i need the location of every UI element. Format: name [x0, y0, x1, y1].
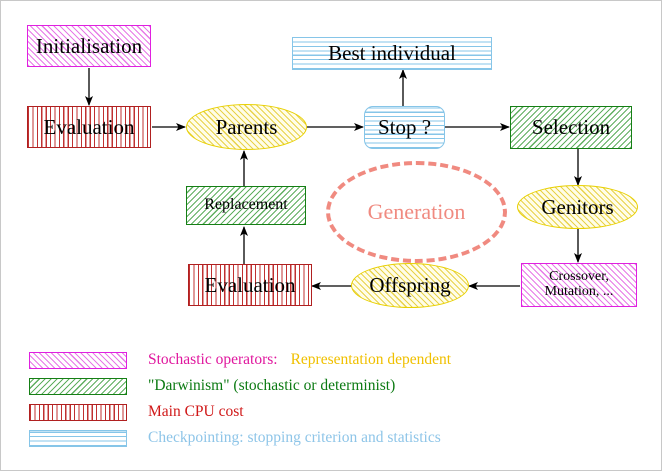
- node-selection-label: Selection: [531, 115, 611, 140]
- legend-row-darwinism: "Darwinism" (stochastic or determinist): [29, 375, 395, 397]
- legend-swatch-green-diagonal-hatch: [29, 377, 127, 395]
- node-replacement-label: Replacement: [204, 196, 288, 214]
- legend-text-cpu-cost: Main CPU cost: [148, 403, 244, 420]
- node-stop-label: Stop ?: [377, 115, 432, 140]
- legend-row-checkpointing: Checkpointing: stopping criterion and st…: [29, 427, 441, 449]
- node-genitors-label: Genitors: [541, 194, 614, 219]
- legend-row-cpu-cost: Main CPU cost: [29, 401, 244, 423]
- legend-text-darwinism: "Darwinism" (stochastic or determinist): [148, 377, 396, 394]
- node-best-individual[interactable]: Best individual: [292, 37, 492, 70]
- node-selection[interactable]: Selection: [510, 106, 632, 149]
- node-genitors[interactable]: Genitors: [517, 185, 638, 229]
- legend-text-stochastic-primary: Stochastic operators:: [148, 351, 278, 368]
- node-stop[interactable]: Stop ?: [364, 106, 445, 149]
- legend-text-stochastic-secondary: Representation dependent: [290, 351, 452, 368]
- node-parents[interactable]: Parents: [186, 104, 307, 150]
- node-generation: Generation: [326, 161, 507, 263]
- legend-swatch-magenta-diagonal-hatch: [29, 351, 127, 369]
- legend-text-checkpointing: Checkpointing: stopping criterion and st…: [148, 429, 441, 446]
- node-crossover-mutation[interactable]: Crossover, Mutation, ...: [521, 263, 637, 307]
- node-replacement[interactable]: Replacement: [186, 186, 306, 225]
- node-best-individual-label: Best individual: [328, 41, 456, 66]
- legend-row-stochastic: Stochastic operators: Representation depe…: [29, 349, 451, 371]
- node-parents-label: Parents: [215, 114, 278, 139]
- node-offspring-label: Offspring: [369, 273, 451, 298]
- node-evaluation-top[interactable]: Evaluation: [27, 106, 151, 148]
- node-initialisation[interactable]: Initialisation: [27, 25, 151, 67]
- node-evaluation-bottom[interactable]: Evaluation: [188, 264, 312, 306]
- node-evaluation-top-label: Evaluation: [43, 114, 135, 139]
- node-crossover-mutation-label: Crossover, Mutation, ...: [544, 269, 614, 299]
- node-generation-label: Generation: [367, 199, 466, 224]
- node-evaluation-bottom-label: Evaluation: [204, 272, 296, 297]
- legend-swatch-blue-horizontal-hatch: [29, 429, 127, 447]
- node-offspring[interactable]: Offspring: [351, 263, 469, 308]
- legend-text-stochastic: Stochastic operators: Representation depe…: [148, 351, 451, 369]
- legend-swatch-red-vertical-hatch: [29, 403, 127, 421]
- node-initialisation-label: Initialisation: [35, 33, 143, 58]
